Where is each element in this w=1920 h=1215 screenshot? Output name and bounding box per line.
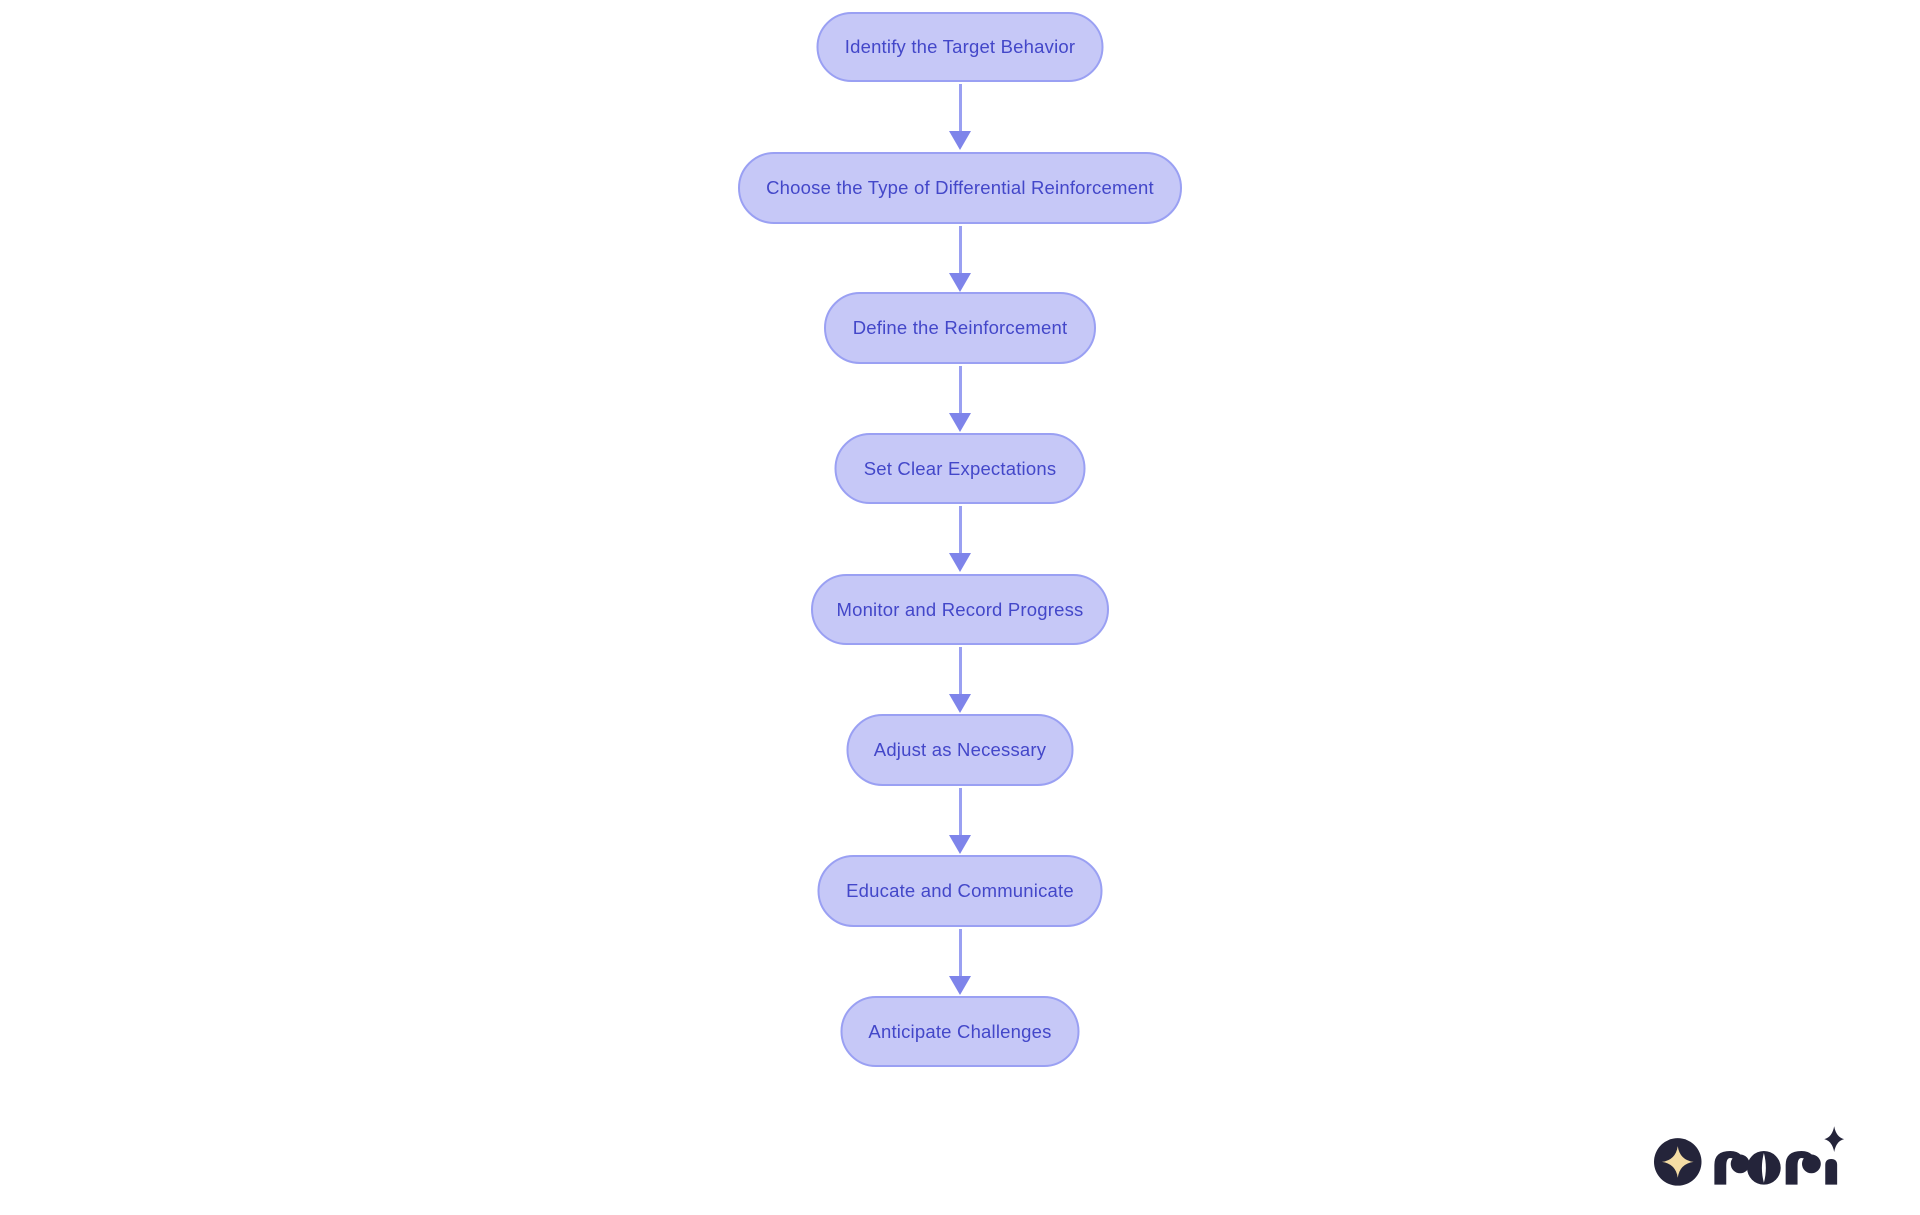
arrow-line: [958, 226, 962, 273]
flow-node-define-reinforcement: Define the Reinforcement: [824, 292, 1096, 364]
arrow-down-icon: [949, 273, 971, 292]
flow-node-label: Anticipate Challenges: [868, 1020, 1052, 1042]
arrow-line: [958, 788, 962, 835]
flow-node-identify-target-behavior: Identify the Target Behavior: [816, 12, 1104, 82]
arrow-line: [958, 506, 962, 553]
arrow-connector: [949, 506, 971, 572]
flow-node-adjust-as-necessary: Adjust as Necessary: [846, 714, 1074, 786]
arrow-connector: [949, 84, 971, 150]
flow-node-educate-communicate: Educate and Communicate: [817, 855, 1103, 927]
flow-node-anticipate-challenges: Anticipate Challenges: [840, 996, 1080, 1067]
arrow-line: [958, 84, 962, 131]
rori-wordmark: [1714, 1126, 1845, 1185]
arrow-connector: [949, 788, 971, 854]
arrow-down-icon: [949, 976, 971, 995]
flow-node-label: Identify the Target Behavior: [844, 36, 1076, 57]
arrow-connector: [949, 929, 971, 995]
arrow-down-icon: [949, 131, 971, 150]
flow-node-label: Set Clear Expectations: [863, 457, 1057, 479]
flow-node-choose-reinforcement-type: Choose the Type of Differential Reinforc…: [738, 152, 1182, 224]
arrow-down-icon: [949, 835, 971, 854]
flow-node-monitor-record-progress: Monitor and Record Progress: [811, 574, 1109, 645]
arrow-connector: [949, 226, 971, 292]
flow-node-label: Educate and Communicate: [846, 880, 1074, 901]
arrow-down-icon: [949, 694, 971, 713]
rori-logo: [1653, 1126, 1845, 1186]
flow-node-label: Define the Reinforcement: [852, 317, 1068, 338]
arrow-down-icon: [949, 413, 971, 432]
arrow-line: [958, 366, 962, 413]
arrow-connector: [949, 647, 971, 713]
flow-node-label: Adjust as Necessary: [873, 739, 1047, 760]
arrow-line: [958, 929, 962, 976]
flow-node-label: Choose the Type of Differential Reinforc…: [766, 177, 1154, 198]
sparkle-icon: [1824, 1126, 1845, 1153]
arrow-connector: [949, 366, 971, 432]
flow-node-set-clear-expectations: Set Clear Expectations: [834, 433, 1086, 504]
arrow-down-icon: [949, 553, 971, 572]
flow-node-label: Monitor and Record Progress: [836, 598, 1084, 620]
sparkle-circle-icon: [1653, 1138, 1702, 1186]
arrow-line: [958, 647, 962, 694]
